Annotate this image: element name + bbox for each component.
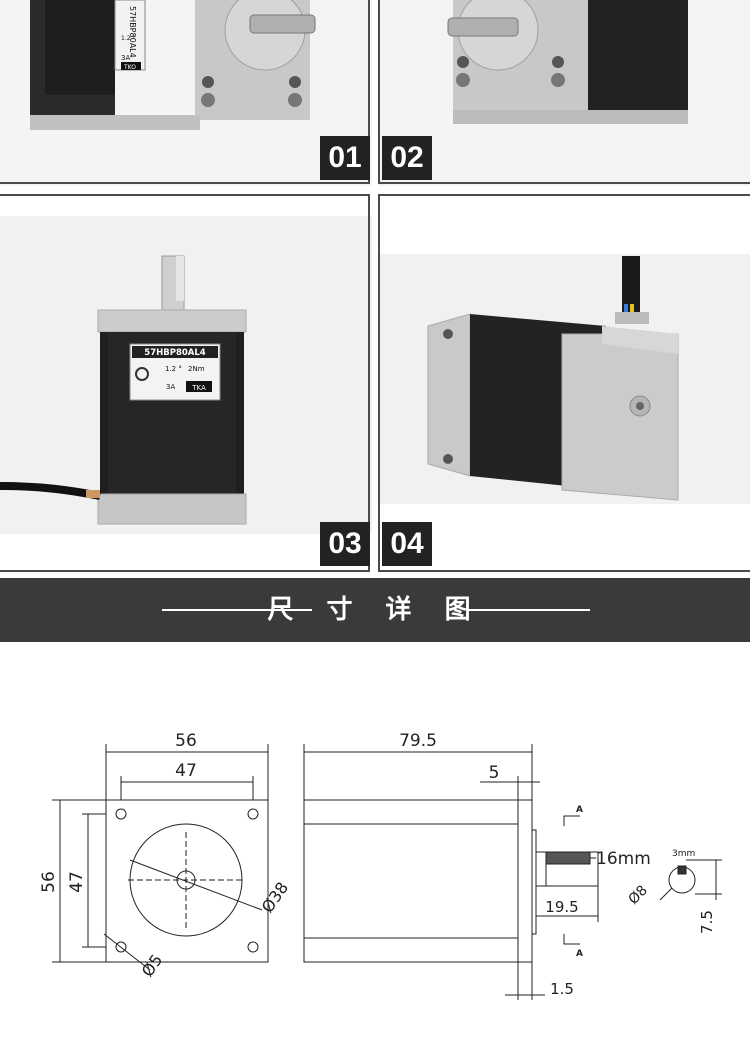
photo-frame-02 (378, 0, 750, 184)
photo-panel-01: 57HBP80AL4 1.2 ° 3A TKO 01 (0, 0, 372, 186)
photo-number-badge-02: 02 (382, 136, 432, 180)
photo-frame-03 (0, 194, 370, 572)
mount-hole-tr (247, 808, 259, 820)
dim-boss-diameter: Ø38 (258, 878, 292, 916)
section-marker-bottom: A (576, 949, 583, 959)
photo-panel-04: 04 (378, 194, 750, 572)
dim-boss-length: 5 (489, 763, 500, 783)
photo-panel-02: 02 (378, 0, 750, 186)
dim-key-width: 3mm (672, 849, 695, 859)
section-banner: 尺 寸 详 图 (0, 578, 750, 642)
section-marker-top: A (576, 805, 583, 815)
photo-number-badge-03: 03 (320, 522, 370, 566)
dim-body-length: 79.5 (399, 731, 437, 751)
motor-photo-02 (378, 0, 750, 186)
label-step-angle: 1.2 ° (165, 365, 182, 373)
dim-shaft-flat: 16mm (596, 849, 651, 869)
mount-hole-br (247, 941, 259, 953)
mount-hole-tl (115, 808, 127, 820)
dim-shaft-length: 19.5 (545, 898, 578, 916)
mount-hole-bl (115, 941, 127, 953)
motor-photo-03: 57HBP80AL4 1.2 ° 2Nm 3A TKA (0, 194, 372, 572)
dim-front-height-inner: 47 (67, 871, 87, 893)
dim-flat-depth: 7.5 (698, 910, 716, 934)
dim-flange-thickness: 1.5 (550, 980, 574, 998)
label-torque: 2Nm (188, 365, 205, 373)
motor-photo-04 (378, 194, 750, 572)
dim-front-height-outer: 56 (39, 871, 59, 893)
label-current: 3A (166, 383, 175, 391)
photo-panel-03: 57HBP80AL4 1.2 ° 2Nm 3A TKA 03 (0, 194, 372, 572)
dim-front-width-outer: 56 (175, 731, 197, 751)
brand-logo-icon (135, 367, 149, 381)
photo-number-badge-01: 01 (320, 136, 370, 180)
banner-right-rule (468, 609, 590, 611)
top-label-current: 3A (121, 54, 130, 62)
photo-frame-04 (378, 194, 750, 572)
dim-shaft-diameter: Ø8 (626, 882, 651, 907)
section-title: 尺 寸 详 图 (267, 595, 483, 625)
photo-frame-01 (0, 0, 370, 184)
photo-number-badge-04: 04 (382, 522, 432, 566)
motor-photo-01: 57HBP80AL4 1.2 ° 3A TKO (0, 0, 372, 186)
dimension-drawing: 56 47 56 47 Ø38 Ø5 79.5 5 16mm 19.5 1.5 … (39, 731, 722, 1000)
top-label-brand: TKO (123, 64, 136, 71)
top-label-angle: 1.2 ° (121, 35, 135, 42)
dim-hole-diameter: Ø5 (138, 951, 167, 981)
top-label-model: 57HBP80AL4 (128, 6, 137, 58)
front-view-outline (105, 799, 269, 963)
label-brand: TKA (191, 384, 206, 392)
dim-front-width-inner: 47 (175, 761, 197, 781)
label-model: 57HBP80AL4 (144, 348, 205, 358)
banner-left-rule (162, 609, 312, 611)
